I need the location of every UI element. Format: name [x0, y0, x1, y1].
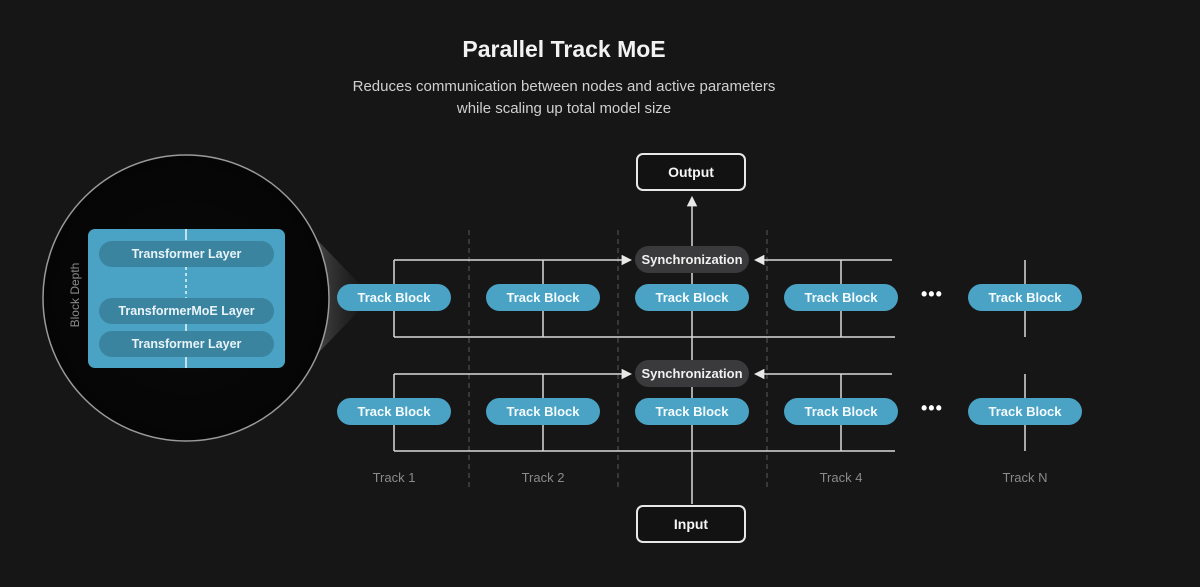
track-block-r1-tn: Track Block: [968, 284, 1082, 311]
synchronization-node-row1: Synchronization: [635, 246, 749, 273]
input-node: Input: [636, 505, 746, 543]
track-block-r2-t3: Track Block: [635, 398, 749, 425]
track-label-n: Track N: [1002, 470, 1048, 485]
subtitle-line-1: Reduces communication between nodes and …: [352, 78, 776, 95]
subtitle-line-2: while scaling up total model size: [456, 100, 672, 117]
track-block-r1-t1: Track Block: [337, 284, 451, 311]
track-block-r2-t4: Track Block: [784, 398, 898, 425]
block-depth-label: Block Depth: [68, 262, 82, 328]
layer-transformer-moe: TransformerMoE Layer: [99, 298, 274, 324]
ellipsis-row1: •••: [921, 284, 943, 304]
track-block-r1-t3: Track Block: [635, 284, 749, 311]
track-block-r2-tn: Track Block: [968, 398, 1082, 425]
layer-transformer-bottom: Transformer Layer: [99, 331, 274, 357]
connectors: [393, 195, 1026, 504]
track-block-detail: Transformer Layer TransformerMoE Layer T…: [88, 229, 285, 368]
diagram-subtitle: Reduces communication between nodes and …: [0, 76, 1128, 120]
track-dividers: [468, 230, 768, 488]
track-block-r2-t1: Track Block: [337, 398, 451, 425]
diagram-title: Parallel Track MoE: [462, 36, 666, 62]
track-block-r1-t2: Track Block: [486, 284, 600, 311]
output-node: Output: [636, 153, 746, 191]
layer-connector: [185, 229, 187, 368]
synchronization-node-row2: Synchronization: [635, 360, 749, 387]
track-label-1: Track 1: [372, 470, 416, 485]
track-block-r2-t2: Track Block: [486, 398, 600, 425]
track-label-4: Track 4: [819, 470, 863, 485]
track-block-r1-t4: Track Block: [784, 284, 898, 311]
ellipsis-row2: •••: [921, 398, 943, 418]
layer-transformer-top: Transformer Layer: [99, 241, 274, 267]
track-label-2: Track 2: [521, 470, 565, 485]
